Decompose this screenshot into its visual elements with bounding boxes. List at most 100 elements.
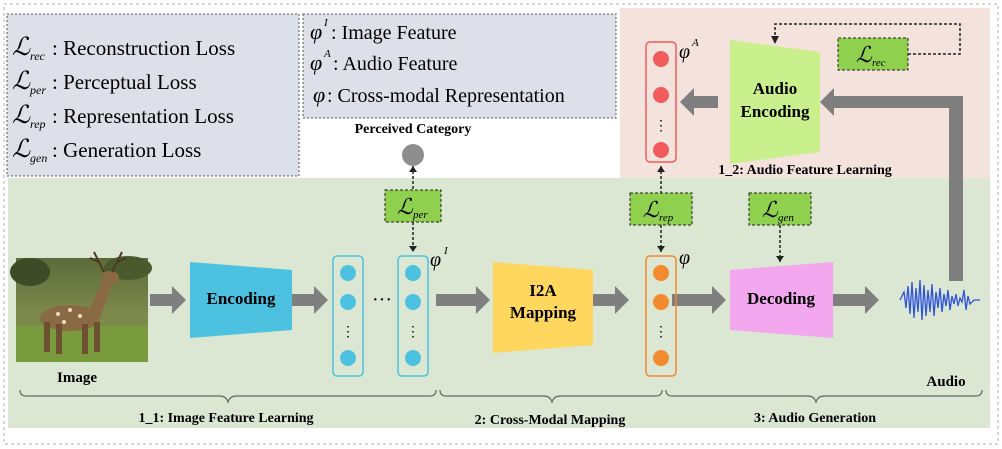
arrow-decoding-to-audio-shaft [833, 294, 865, 306]
stage-3-label: 3: Audio Generation [754, 411, 876, 426]
stage-2-label: 2: Cross-Modal Mapping [475, 413, 626, 428]
legend-phi-I-symbol: φ [310, 19, 322, 44]
gen-loss-sub: gen [778, 212, 794, 224]
legend-rep-sub: rep [30, 117, 46, 131]
vdots: ⋮ [654, 119, 668, 134]
legend-phi-A-sup: A [323, 48, 331, 60]
feature-node [405, 265, 421, 281]
encoding-label: Encoding [207, 289, 276, 308]
legend-phi-I-sup: I [323, 17, 329, 29]
audio-label: Audio [926, 374, 965, 390]
per-loss-arrowhead-up [409, 166, 417, 172]
i2a-label-line2: Mapping [510, 303, 577, 322]
brace-stage-3 [665, 389, 983, 404]
feature-node [405, 350, 421, 366]
legend-phi-A-symbol: φ [310, 50, 322, 75]
brace-stage-1-1 [19, 389, 437, 404]
arrow-features-to-i2a-head [476, 286, 490, 314]
cross-modal-column [645, 255, 677, 377]
legend-per-sub: per [29, 83, 46, 97]
legend-image-feature: φ I : Image Feature [310, 17, 457, 44]
feature-node [340, 294, 356, 310]
decoding-block [730, 262, 833, 338]
arrow-features-to-i2a-shaft [436, 294, 476, 306]
legend-rec-text: : Reconstruction Loss [52, 36, 235, 60]
legend-rep-item: ℒ rep : Representation Loss [12, 102, 234, 131]
legend-audio-feature-text: : Audio Feature [333, 53, 458, 75]
legend-per-symbol: ℒ [12, 68, 31, 95]
legend-rec-symbol: ℒ [12, 34, 31, 61]
vdots: ⋮ [406, 325, 420, 340]
arrow-phi-to-decoding-head [712, 286, 726, 314]
ellipsis: ··· [372, 289, 392, 311]
deer-image [10, 251, 152, 362]
arrow-audio-left-shaft [834, 96, 963, 108]
brace-stage-2 [439, 389, 663, 404]
cross-modal-node [653, 294, 669, 310]
feature-legend-panel [302, 13, 617, 119]
i2a-label-line1: I2A [529, 281, 557, 300]
gen-loss-box [748, 192, 812, 226]
gen-loss-symbol: ℒ [762, 197, 779, 222]
phi-I-symbol: φ [430, 249, 441, 271]
perceived-category-label: Perceived Category [355, 122, 472, 137]
legend-rec-item: ℒ rec : Reconstruction Loss [12, 34, 235, 63]
vdots: ⋮ [654, 325, 668, 340]
legend-gen-sub: gen [30, 151, 47, 165]
audio-feature-node [653, 87, 669, 103]
arrow-encoding-to-features-shaft [292, 294, 314, 306]
arrow-audioenc-to-phiA-head [680, 88, 694, 116]
arrow-audioenc-to-phiA-shaft [694, 96, 718, 108]
legend-rep-text: : Representation Loss [52, 104, 234, 128]
rec-loss-arrowhead [771, 36, 779, 44]
legend-audio-feature: φ A : Audio Feature [310, 48, 458, 75]
feature-column-last [397, 255, 429, 377]
arrow-decoding-to-audio-head [865, 286, 879, 314]
arrow-phi-to-decoding-shaft [672, 294, 712, 306]
audio-feature-node [653, 142, 669, 158]
per-loss-symbol: ℒ [397, 194, 414, 219]
audio-encoding-block [730, 40, 820, 164]
phi-A-symbol: φ [679, 41, 690, 63]
rep-loss-arrowhead-up [657, 166, 665, 172]
audio-encoding-label-line2: Encoding [741, 102, 810, 121]
audio-waveform [899, 279, 980, 321]
per-loss-box [384, 189, 442, 223]
rec-loss-sub: rec [872, 57, 886, 69]
stage-1-2-label: 1_2: Audio Feature Learning [718, 163, 892, 178]
legend-rep-symbol: ℒ [12, 102, 31, 129]
arrow-audio-left-head [820, 88, 834, 116]
feature-column-1 [332, 255, 364, 377]
legend-phi-symbol: φ [313, 82, 325, 107]
rec-loss-connector [774, 23, 961, 55]
gen-loss-arrowhead [776, 256, 784, 262]
audio-encoding-label-line1: Audio [753, 79, 797, 98]
audio-feature-node [653, 51, 669, 67]
feature-node [340, 350, 356, 366]
pipeline-arrows [150, 88, 963, 314]
rep-loss-arrowhead-down [657, 246, 665, 252]
phi-I-sup: I [443, 245, 449, 257]
arrow-i2a-to-phi-head [615, 286, 629, 314]
legend-per-item: ℒ per : Perceptual Loss [12, 68, 197, 97]
rep-loss-sub: rep [659, 212, 674, 224]
legend-rec-sub: rec [30, 49, 46, 63]
rep-loss-symbol: ℒ [643, 197, 660, 222]
feature-legend: φ I : Image Feature φ A : Audio Feature … [310, 17, 565, 107]
stage-braces [19, 389, 983, 404]
legend-image-feature-text: : Image Feature [331, 22, 457, 44]
perceived-category-node [402, 144, 424, 166]
image-label: Image [57, 370, 97, 386]
audio-feature-column [645, 41, 677, 163]
feature-node [340, 265, 356, 281]
per-loss-sub: per [412, 209, 428, 221]
decoding-label: Decoding [747, 289, 816, 308]
i2a-mapping-block [493, 262, 593, 353]
legend-gen-item: ℒ gen : Generation Loss [12, 136, 201, 165]
stage-1-1-label: 1_1: Image Feature Learning [138, 411, 313, 426]
feature-node [405, 294, 421, 310]
arrow-audio-up-shaft [949, 96, 963, 281]
arrow-encoding-to-features-head [314, 286, 328, 314]
encoding-block [190, 262, 292, 338]
